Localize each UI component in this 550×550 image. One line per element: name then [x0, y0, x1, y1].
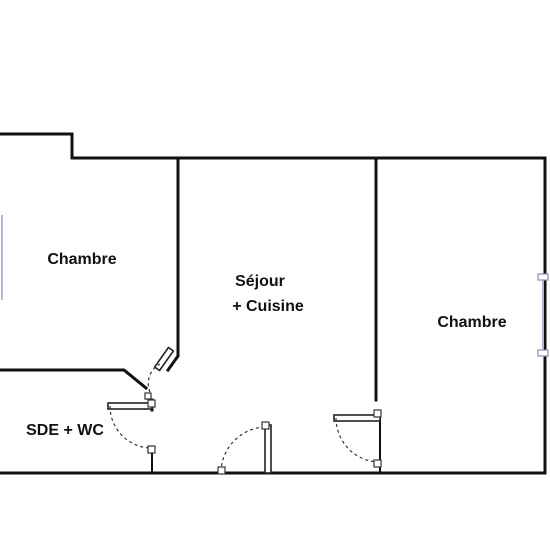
door-bedroom-right — [333, 409, 382, 468]
room-label-bathroom: SDE + WC — [26, 422, 104, 439]
room-label-living-line1: Séjour — [235, 273, 285, 290]
room-label-bedroom-left: Chambre — [47, 251, 116, 268]
wall-top-left — [0, 132, 547, 475]
right-window — [537, 273, 549, 357]
room-label-bedroom-right: Chambre — [437, 314, 506, 331]
wall-bedroom-living — [165, 156, 180, 373]
window-cap-bottom — [537, 349, 549, 357]
wall-bathroom-top — [0, 368, 149, 391]
room-label-living-line2: + Cuisine — [232, 298, 304, 315]
door-bedroom-left — [144, 346, 175, 400]
door-entrance — [217, 421, 272, 475]
door-bathroom — [107, 399, 156, 454]
window-cap-top — [537, 273, 549, 281]
outer-walls — [0, 132, 547, 475]
